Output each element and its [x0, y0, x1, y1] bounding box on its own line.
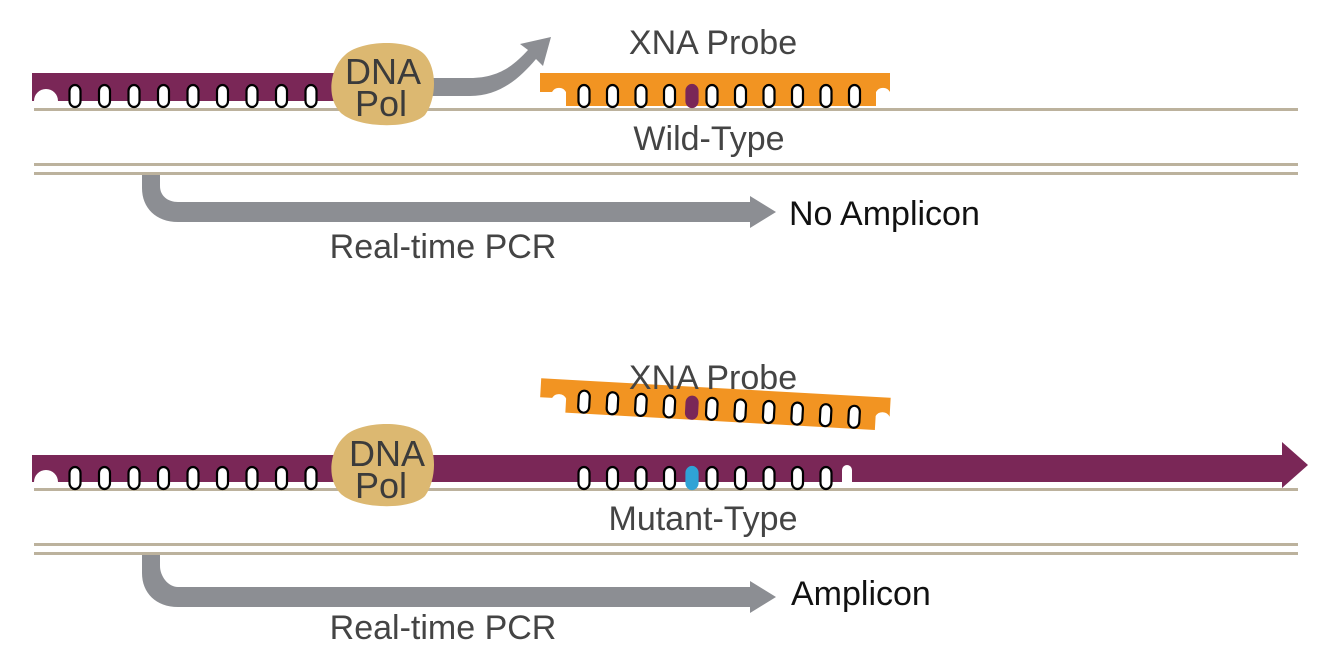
nucleotide-base — [577, 389, 591, 414]
nucleotide-base — [790, 401, 805, 426]
nucleotide-base — [819, 465, 833, 491]
template-label: Mutant-Type — [609, 500, 798, 538]
template-line-double-b — [34, 172, 1298, 175]
nucleotide-base — [761, 399, 776, 425]
nucleotide-base — [733, 83, 748, 109]
nucleotide-base — [704, 396, 719, 421]
pcr-label: Real-time PCR — [330, 228, 557, 266]
probe-label: XNA Probe — [629, 359, 797, 397]
nucleotide-base — [156, 465, 171, 491]
nucleotide-base — [577, 83, 591, 109]
nucleotide-base — [304, 465, 318, 491]
template-line-double-a — [34, 543, 1298, 546]
probe-bases — [577, 389, 861, 429]
pcr-arrow — [142, 175, 776, 228]
nucleotide-base — [97, 465, 112, 491]
nucleotide-base — [577, 465, 591, 491]
probe-label: XNA Probe — [629, 24, 797, 62]
probe-bases — [577, 83, 862, 109]
nucleotide-base — [705, 83, 719, 109]
mutant-site-base — [685, 465, 699, 491]
nucleotide-base — [186, 83, 200, 109]
nucleotide-base — [605, 83, 620, 109]
polymerase-label-line2: Pol — [355, 83, 407, 124]
nucleotide-base — [245, 83, 259, 109]
panel-mutant-type: DNA Pol XNA Probe Mutant-Type Real-time … — [32, 359, 1308, 647]
nucleotide-base — [634, 83, 648, 109]
pcr-label: Real-time PCR — [330, 609, 557, 647]
template-line-top — [34, 108, 1298, 111]
polymerase-blob — [331, 42, 435, 126]
nucleotide-base — [819, 83, 833, 109]
nucleotide-base — [68, 465, 82, 491]
polymerase-label-line1: DNA — [349, 433, 425, 474]
nucleotide-base — [847, 404, 861, 429]
strand-bases — [68, 465, 318, 491]
nucleotide-base — [68, 83, 82, 109]
nucleotide-base — [705, 465, 719, 491]
nucleotide-base — [762, 83, 776, 109]
panel-wild-type: DNA Pol XNA Probe Wild-Type Real-time PC… — [32, 24, 1298, 266]
displacement-arrow — [420, 37, 551, 96]
nucleotide-base — [274, 83, 289, 109]
template-label: Wild-Type — [633, 120, 784, 158]
xna-probe-displaced — [540, 378, 891, 430]
nucleotide-base — [605, 465, 620, 491]
polymerase-label-line2: Pol — [355, 465, 407, 506]
nucleotide-base — [733, 465, 748, 491]
nucleotide-base — [304, 83, 318, 109]
dna-polymerase: DNA Pol — [331, 42, 435, 126]
template-line-top — [34, 488, 1298, 491]
template-line-double-a — [34, 163, 1298, 166]
nucleotide-base — [662, 394, 677, 419]
nucleotide-base — [790, 83, 805, 109]
pcr-arrow — [142, 555, 776, 613]
wild-type-site-base — [685, 83, 699, 109]
nucleotide-base — [733, 398, 748, 423]
polymerase-blob — [331, 423, 435, 507]
nucleotide-base — [127, 465, 141, 491]
nucleotide-base — [662, 465, 677, 491]
nucleotide-base — [790, 465, 805, 491]
result-label: Amplicon — [791, 575, 931, 613]
probe-site-base — [684, 395, 699, 420]
nucleotide-base — [634, 392, 648, 417]
nucleotide-base — [215, 83, 230, 109]
xna-probe-bound — [540, 73, 890, 109]
nucleotide-base — [127, 83, 141, 109]
nucleotide-base — [274, 465, 289, 491]
nucleotide-base — [605, 391, 620, 416]
nucleotide-base — [662, 83, 677, 109]
nucleotide-base — [634, 465, 648, 491]
nucleotide-base — [847, 83, 862, 109]
nucleotide-base — [156, 83, 171, 109]
extended-bases — [577, 465, 833, 491]
nucleotide-base — [245, 465, 259, 491]
nucleotide-base — [186, 465, 200, 491]
polymerase-label-line1: DNA — [345, 51, 421, 92]
template-line-double-b — [34, 552, 1298, 555]
nucleotide-base — [818, 403, 833, 428]
strand-bases — [68, 83, 318, 109]
result-label: No Amplicon — [789, 195, 980, 233]
nucleotide-base — [762, 465, 776, 491]
nucleotide-base — [215, 465, 230, 491]
nucleotide-base — [97, 83, 112, 109]
dna-polymerase: DNA Pol — [331, 423, 435, 507]
